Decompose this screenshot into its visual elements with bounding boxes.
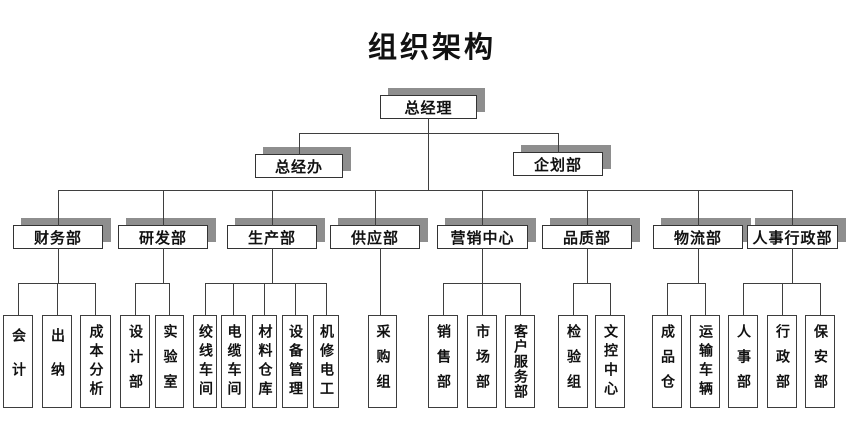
node-design-dept: 设计部 xyxy=(120,315,150,408)
node-stranding-workshop-label: 绞线车间 xyxy=(197,323,213,400)
node-admin-dept: 行政部 xyxy=(767,315,797,408)
node-cost-analysis: 成本分析 xyxy=(80,315,111,408)
node-stranding-workshop: 绞线车间 xyxy=(193,315,217,408)
node-finance-dept: 财务部 xyxy=(13,225,103,249)
node-admin-dept-label: 行政部 xyxy=(774,324,790,399)
node-security-dept-label: 保安部 xyxy=(812,324,828,399)
node-cashier-label: 出纳 xyxy=(49,327,65,396)
node-machine-repair-electrician: 机修电工 xyxy=(313,315,339,408)
node-general-manager: 总经理 xyxy=(380,95,477,119)
node-transport-vehicles-label: 运输车辆 xyxy=(697,323,713,400)
node-cashier: 出纳 xyxy=(42,315,72,408)
node-sales-dept: 销售部 xyxy=(428,315,458,408)
node-cable-workshop-label: 电缆车间 xyxy=(225,323,242,400)
node-market-dept: 市场部 xyxy=(467,315,497,408)
node-customer-service-dept: 客户服务部 xyxy=(505,315,535,408)
node-laboratory-label: 实验室 xyxy=(161,324,178,399)
node-material-warehouse: 材料仓库 xyxy=(252,315,277,408)
node-cable-workshop: 电缆车间 xyxy=(221,315,246,408)
node-finished-goods-warehouse: 成品仓 xyxy=(652,315,682,408)
node-accounting-label: 会计 xyxy=(10,327,26,396)
node-market-dept-label: 市场部 xyxy=(474,324,490,399)
node-inspection-group: 检验组 xyxy=(558,315,588,408)
node-personnel-dept-label: 人事部 xyxy=(735,324,751,399)
node-procurement-group: 采购组 xyxy=(368,315,397,408)
node-production-dept: 生产部 xyxy=(227,225,317,249)
node-equipment-management: 设备管理 xyxy=(282,315,308,408)
node-sales-dept-label: 销售部 xyxy=(435,324,451,399)
node-document-control-center: 文控中心 xyxy=(595,315,625,408)
node-logistics-dept: 物流部 xyxy=(653,225,743,249)
node-inspection-group-label: 检验组 xyxy=(565,324,581,399)
node-supply-dept: 供应部 xyxy=(330,225,420,249)
node-planning-dept: 企划部 xyxy=(513,152,603,176)
node-security-dept: 保安部 xyxy=(805,315,835,408)
node-document-control-center-label: 文控中心 xyxy=(602,323,618,400)
node-equipment-management-label: 设备管理 xyxy=(287,323,303,400)
chart-title: 组织架构 xyxy=(368,30,497,64)
node-rnd-dept: 研发部 xyxy=(118,225,208,249)
node-transport-vehicles: 运输车辆 xyxy=(690,315,720,408)
node-cost-analysis-label: 成本分析 xyxy=(87,323,104,400)
node-machine-repair-electrician-label: 机修电工 xyxy=(318,323,334,400)
node-quality-dept: 品质部 xyxy=(542,225,632,249)
node-procurement-group-label: 采购组 xyxy=(374,324,391,399)
node-gm-office: 总经办 xyxy=(255,154,343,178)
node-laboratory: 实验室 xyxy=(155,315,184,408)
node-customer-service-dept-label: 客户服务部 xyxy=(512,324,528,399)
node-finished-goods-warehouse-label: 成品仓 xyxy=(659,324,675,399)
node-design-dept-label: 设计部 xyxy=(127,324,143,399)
node-personnel-dept: 人事部 xyxy=(728,315,758,408)
node-material-warehouse-label: 材料仓库 xyxy=(256,323,273,400)
node-hr-admin-dept: 人事行政部 xyxy=(747,225,838,249)
node-accounting: 会计 xyxy=(3,315,33,408)
node-marketing-center: 营销中心 xyxy=(437,225,528,249)
